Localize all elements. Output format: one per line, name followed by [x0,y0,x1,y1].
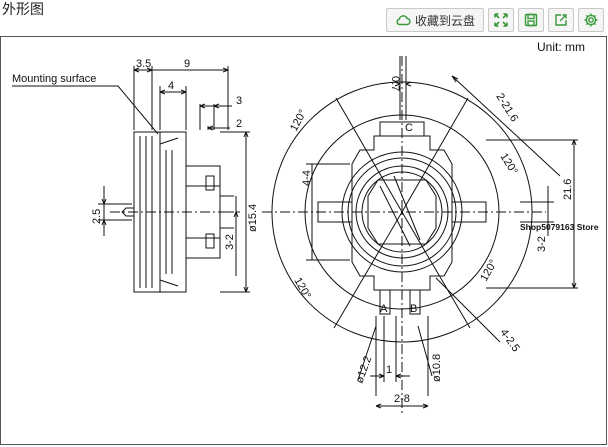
toolbar: 收藏到云盘 [385,8,604,34]
dim-2: 2 [236,118,242,130]
settings-button[interactable] [578,8,604,32]
angle-right: 120° [497,151,519,177]
dim-diameter-10-8: ø10.8 [431,354,443,382]
dim-0-7: 0.7 [389,76,401,91]
dim-2-21-6: 2-21.6 [493,91,520,124]
pin-b-label: B [410,303,417,315]
dim-4: 4 [168,80,174,92]
fullscreen-button[interactable] [488,8,514,32]
floppy-disk-icon [524,13,538,27]
dim-diameter-15-4: ø15.4 [247,204,259,232]
save-to-cloud-label: 收藏到云盘 [414,13,475,28]
dim-3-2-side: 3-2 [224,234,236,250]
outline-drawing: Unit: mm Mounting surface [0,36,608,447]
share-icon [555,14,567,26]
unit-label: Unit: mm [537,40,585,54]
expand-icon [494,13,508,27]
dim-4-4: 4-4 [301,170,313,186]
pin-c-label: C [405,122,413,134]
dim-9: 9 [184,58,190,70]
store-watermark: Shop5079163 Store [520,222,599,232]
side-view [12,66,250,293]
angle-top-left: 120° [288,108,309,134]
side-view-labels: 3.5 9 4 3 2 2.5 ø15.4 3-2 [91,58,259,250]
dim-1: 1 [386,364,392,376]
dim-4-2-5: 4-2.5 [498,327,522,354]
share-button[interactable] [548,8,574,32]
save-to-cloud-button[interactable]: 收藏到云盘 [385,8,484,32]
dim-3: 3 [236,95,242,107]
cloud-icon [396,15,411,26]
dim-21-6: 21.6 [562,179,574,200]
dim-2-5: 2.5 [91,209,103,224]
dim-3-2-front: 3-2 [536,236,548,252]
save-button[interactable] [518,8,544,32]
pin-a-label: A [380,303,388,315]
angle-bottom-right: 120° [478,258,500,284]
gear-icon [584,13,598,27]
dim-3-5: 3.5 [136,58,151,70]
front-view [262,56,578,416]
dim-2-8: 2-8 [394,393,410,405]
drawing-frame [0,36,607,445]
mounting-surface-label: Mounting surface [12,73,96,85]
angle-bottom-left: 120° [291,276,313,302]
dim-diameter-12-2: ø12.2 [354,354,375,385]
page-title: 外形图 [2,1,44,17]
front-view-labels: 0.7 2-21.6 120° 120° 120° 120° C A B 4-4… [288,76,574,405]
